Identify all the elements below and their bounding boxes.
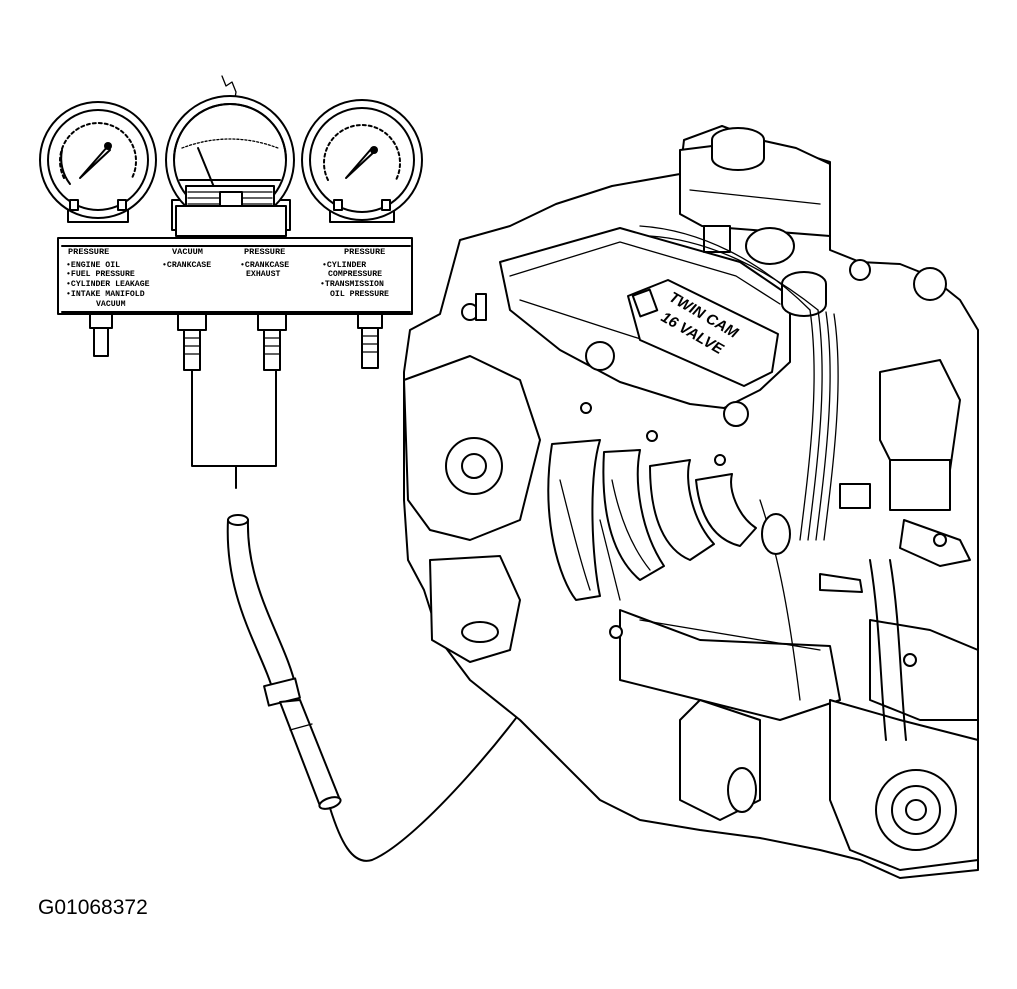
gauge-set: PRESSURE VACUUM PRESSURE PRESSURE •ENGIN…: [39, 75, 423, 489]
lower-assemblies: [619, 609, 979, 871]
timing-cover: [403, 293, 749, 663]
coolant-reservoir: [679, 127, 831, 265]
panel-col1-line3: •CYLINDER LEAKAGE: [66, 280, 150, 289]
panel-col4-line2: COMPRESSURE: [328, 270, 382, 279]
vacuum-hose: [226, 514, 549, 862]
valve-cover: TWIN CAM 16 VALVE: [499, 227, 791, 409]
engine: TWIN CAM 16 VALVE: [403, 125, 979, 879]
panel-header-4: PRESSURE: [344, 247, 385, 257]
manifold-fittings: [89, 313, 383, 371]
right-pressure-gauge: [301, 99, 423, 223]
right-components: [819, 259, 971, 593]
spark-plug-wires: [639, 225, 839, 541]
panel-col3-line1: •CRANKCASE: [240, 261, 289, 270]
panel-header-3: PRESSURE: [244, 247, 285, 257]
gauge-manifold-panel: PRESSURE VACUUM PRESSURE PRESSURE •ENGIN…: [57, 237, 413, 315]
panel-col1-line5: VACUUM: [96, 300, 126, 309]
exhaust-manifold: [547, 439, 757, 601]
panel-col4-line1: •CYLINDER: [322, 261, 366, 270]
engine-details: [580, 402, 947, 741]
panel-col3-line2: EXHAUST: [246, 270, 280, 279]
center-vacuum-gauge: [165, 95, 295, 237]
gauge-hose-loop: [191, 369, 277, 467]
figure-id: G01068372: [38, 896, 148, 919]
panel-header-1: PRESSURE: [68, 247, 109, 257]
panel-col1-line1: •ENGINE OIL: [66, 261, 120, 270]
panel-col4-line4: OIL PRESSURE: [330, 290, 389, 299]
panel-col1-line4: •INTAKE MANIFOLD: [66, 290, 145, 299]
panel-col1-line2: •FUEL PRESSURE: [66, 270, 135, 279]
left-pressure-gauge: [39, 101, 157, 223]
panel-col4-line3: •TRANSMISSION: [320, 280, 384, 289]
panel-col2-line1: •CRANKCASE: [162, 261, 211, 270]
panel-header-2: VACUUM: [172, 247, 203, 257]
